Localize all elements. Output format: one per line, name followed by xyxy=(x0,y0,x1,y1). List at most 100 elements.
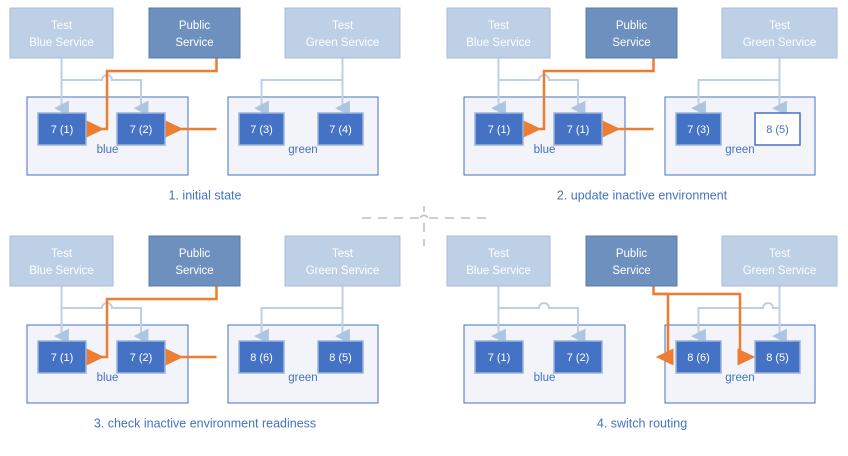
instance-box[interactable] xyxy=(754,340,801,374)
service-box[interactable] xyxy=(585,235,678,287)
instance-box[interactable] xyxy=(474,112,524,146)
public-flow-instance-2 xyxy=(653,292,756,366)
instance-blue-1[interactable]: 7 (1) xyxy=(474,340,524,374)
service-label-line2: Blue Service xyxy=(29,37,94,49)
instance-version-label: 8 (5) xyxy=(766,352,789,364)
public-traffic-flow-blue xyxy=(86,286,218,366)
test-traffic-flows xyxy=(491,286,787,344)
instance-green-2[interactable]: 8 (5) xyxy=(754,340,801,374)
service-box[interactable] xyxy=(446,235,551,287)
service-label-line1: Public xyxy=(179,248,211,260)
instance-box[interactable] xyxy=(238,340,285,374)
environment-label: green xyxy=(725,372,754,384)
environment-label: green xyxy=(288,372,317,384)
instance-green-1[interactable]: 8 (6) xyxy=(238,340,285,374)
service-label-line1: Test xyxy=(51,20,73,32)
service-label-line1: Test xyxy=(769,248,791,260)
panel-caption: 4. switch routing xyxy=(597,416,687,430)
service-label-line1: Test xyxy=(488,20,510,32)
service-box[interactable] xyxy=(721,235,838,287)
service-label-line2: Green Service xyxy=(743,265,817,277)
instance-blue-2[interactable]: 7 (2) xyxy=(116,340,166,374)
instance-version-label: 7 (1) xyxy=(488,352,511,364)
instance-blue-2[interactable]: 7 (1) xyxy=(553,112,603,146)
service-box[interactable] xyxy=(9,235,114,287)
instance-green-1[interactable]: 7 (3) xyxy=(238,112,285,146)
service-box[interactable] xyxy=(284,235,401,287)
service-box[interactable] xyxy=(9,7,114,59)
instance-box[interactable] xyxy=(474,340,524,374)
instance-box[interactable] xyxy=(116,340,166,374)
instance-box[interactable] xyxy=(238,112,285,146)
instance-box[interactable] xyxy=(116,112,166,146)
instance-box[interactable] xyxy=(675,340,722,374)
instance-blue-2[interactable]: 7 (2) xyxy=(116,112,166,146)
service-label-line1: Public xyxy=(179,20,211,32)
service-label-line1: Public xyxy=(616,20,648,32)
instance-box[interactable] xyxy=(553,340,603,374)
instance-version-label: 7 (2) xyxy=(130,352,153,364)
instance-version-label: 7 (1) xyxy=(488,124,511,136)
service-box[interactable] xyxy=(585,7,678,59)
test-traffic-flows xyxy=(491,58,787,116)
instance-blue-1[interactable]: 7 (1) xyxy=(37,112,87,146)
test-flow-green-1 xyxy=(254,58,344,116)
instance-box[interactable] xyxy=(37,112,87,146)
instance-green-2[interactable]: 7 (4) xyxy=(317,112,364,146)
public-traffic-flow-green xyxy=(652,286,756,366)
instance-green-2[interactable]: 8 (5) xyxy=(754,112,801,146)
instance-version-label: 7 (3) xyxy=(250,124,273,136)
service-box[interactable] xyxy=(148,7,241,59)
instance-box[interactable] xyxy=(317,340,364,374)
service-label-line2: Service xyxy=(612,37,650,49)
instance-version-label: 7 (3) xyxy=(687,124,710,136)
test-flow-green-1 xyxy=(691,286,781,344)
instance-green-2[interactable]: 8 (5) xyxy=(317,340,364,374)
instance-box[interactable] xyxy=(675,112,722,146)
public-traffic-flow-blue xyxy=(86,58,218,138)
service-label-line2: Blue Service xyxy=(466,37,531,49)
panel-caption: 2. update inactive environment xyxy=(557,188,728,202)
service-box[interactable] xyxy=(721,7,838,59)
instance-version-label: 7 (4) xyxy=(329,124,352,136)
environment-label: green xyxy=(725,144,754,156)
instance-blue-2[interactable]: 7 (2) xyxy=(553,340,603,374)
instance-version-label: 8 (6) xyxy=(687,352,710,364)
instance-version-label: 7 (1) xyxy=(567,124,590,136)
instance-green-1[interactable]: 7 (3) xyxy=(675,112,722,146)
instance-box[interactable] xyxy=(553,112,603,146)
instance-blue-1[interactable]: 7 (1) xyxy=(37,340,87,374)
instance-green-1[interactable]: 8 (6) xyxy=(675,340,722,374)
instance-version-label: 8 (5) xyxy=(329,352,352,364)
instance-version-label: 8 (6) xyxy=(250,352,273,364)
service-box[interactable] xyxy=(148,235,241,287)
test-flow-green-1 xyxy=(691,58,781,116)
service-box[interactable] xyxy=(446,7,551,59)
service-label-line2: Blue Service xyxy=(466,265,531,277)
instance-blue-1[interactable]: 7 (1) xyxy=(474,112,524,146)
service-label-line2: Green Service xyxy=(743,37,817,49)
instance-box[interactable] xyxy=(754,112,801,146)
instance-version-label: 8 (5) xyxy=(766,124,789,136)
instance-box[interactable] xyxy=(317,112,364,146)
test-flow-blue-2 xyxy=(497,286,586,344)
service-box[interactable] xyxy=(284,7,401,59)
instance-box[interactable] xyxy=(37,340,87,374)
instance-version-label: 7 (2) xyxy=(567,352,590,364)
